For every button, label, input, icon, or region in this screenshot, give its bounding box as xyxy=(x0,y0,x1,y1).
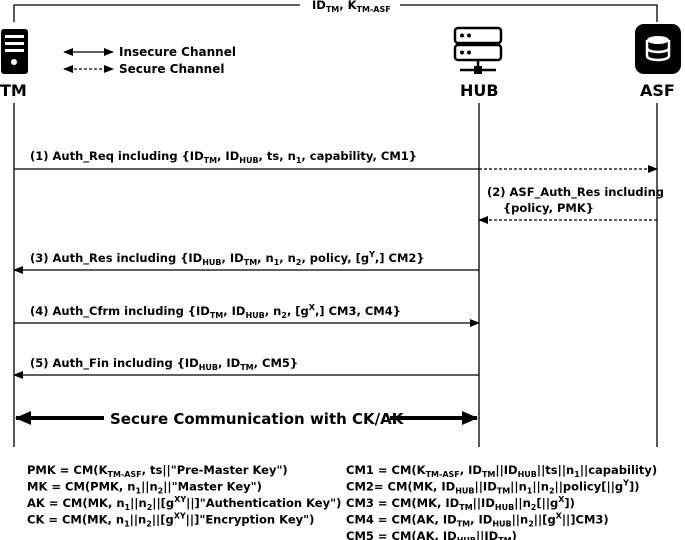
message-4-label: (4) Auth_Cfrm including {IDTM, IDHUB, n2… xyxy=(30,303,401,320)
server-tower-icon xyxy=(1,29,28,74)
entity-hub-label: HUB xyxy=(460,81,499,100)
message-group: (1) Auth_Req including {IDTM, IDHUB, ts,… xyxy=(13,149,664,379)
legend: Insecure Channel Secure Channel xyxy=(63,45,236,76)
secure-communication-label: Secure Communication with CK/AK xyxy=(110,410,405,428)
formula-line: CM5 = CM(AK, IDHUB||IDTM) xyxy=(346,529,517,540)
legend-insecure-label: Insecure Channel xyxy=(119,45,236,59)
formula-line: CM1 = CM(KTM-ASF, IDTM||IDHUB||ts||n1||c… xyxy=(346,463,657,479)
formula-line: CK = CM(MK, n1||n2||[gXY||]"Encryption K… xyxy=(27,512,314,529)
formula-line: PMK = CM(KTM-ASF, ts||"Pre-Master Key") xyxy=(27,463,288,479)
message-2-label: {policy, PMK} xyxy=(503,201,594,215)
cm-formulas: CM1 = CM(KTM-ASF, IDTM||IDHUB||ts||n1||c… xyxy=(346,463,657,540)
formula-line: CM4 = CM(AK, IDTM, IDHUB||n2||[gX||]CM3) xyxy=(346,512,609,529)
formula-line: MK = CM(PMK, n1||n2||"Master Key") xyxy=(27,480,262,496)
database-icon xyxy=(635,24,681,74)
key-derivation-formulas: PMK = CM(KTM-ASF, ts||"Pre-Master Key")M… xyxy=(27,463,341,529)
top-link-label: IDTM, KTM-ASF xyxy=(312,0,391,14)
formula-line: CM3 = CM(MK, IDTM||IDHUB||n2[||gX]) xyxy=(346,495,575,512)
legend-secure-label: Secure Channel xyxy=(119,62,224,76)
network-hub-icon xyxy=(453,26,503,74)
entity-asf-label: ASF xyxy=(640,81,675,100)
formula-line: CM2= CM(MK, IDHUB||IDTM||n1||n2||policy[… xyxy=(346,479,639,496)
entity-tm-label: TM xyxy=(0,81,27,100)
message-5-label: (5) Auth_Fin including {IDHUB, IDTM, CM5… xyxy=(30,356,298,372)
message-3-label: (3) Auth_Res including {IDHUB, IDTM, n1,… xyxy=(30,250,425,267)
formula-line: AK = CM(MK, n1||n2||[gXY||]"Authenticati… xyxy=(27,495,341,512)
message-2-label: (2) ASF_Auth_Res including xyxy=(487,185,664,200)
message-1-label: (1) Auth_Req including {IDTM, IDHUB, ts,… xyxy=(30,149,417,165)
